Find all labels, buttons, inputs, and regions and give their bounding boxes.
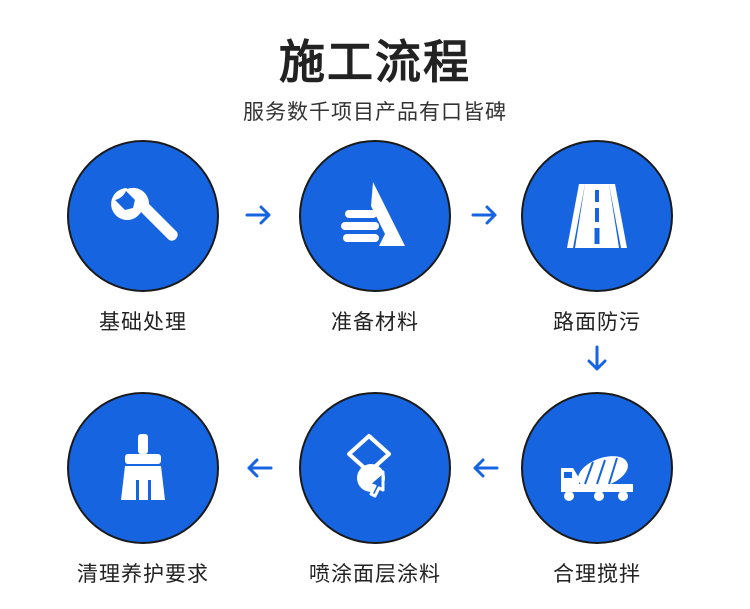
step-3-label: 路面防污	[553, 310, 641, 334]
arrow-right-1	[243, 199, 275, 231]
brush-icon	[121, 434, 165, 500]
step-4: 合理搅拌	[497, 392, 697, 588]
step-1-circle	[67, 140, 219, 292]
page-subtitle: 服务数千项目产品有口皆碑	[243, 100, 507, 124]
step-3: 路面防污	[497, 140, 697, 336]
step-6-label: 清理养护要求	[77, 562, 209, 586]
road-icon	[567, 184, 627, 248]
arrow-left-2	[243, 452, 275, 484]
step-5-circle	[299, 392, 451, 544]
arrow-right-2	[469, 199, 501, 231]
step-1: 基础处理	[43, 140, 243, 336]
step-5: 喷涂面层涂料	[275, 392, 475, 588]
step-2-label: 准备材料	[331, 310, 419, 334]
step-6: 清理养护要求	[43, 392, 243, 588]
step-2-circle	[299, 140, 451, 292]
step-2: 准备材料	[275, 140, 475, 336]
step-5-label: 喷涂面层涂料	[309, 562, 441, 586]
step-6-circle	[67, 392, 219, 544]
wrench-icon	[111, 187, 178, 241]
step-4-label: 合理搅拌	[553, 562, 641, 586]
step-1-label: 基础处理	[99, 310, 187, 334]
mixer-truck-icon	[561, 456, 633, 501]
material-stack-icon	[341, 182, 405, 246]
arrow-down	[581, 343, 613, 375]
step-4-circle	[521, 392, 673, 544]
page-title: 施工流程	[279, 35, 471, 89]
step-3-circle	[521, 140, 673, 292]
arrow-left-1	[469, 452, 501, 484]
spray-icon	[347, 434, 391, 498]
